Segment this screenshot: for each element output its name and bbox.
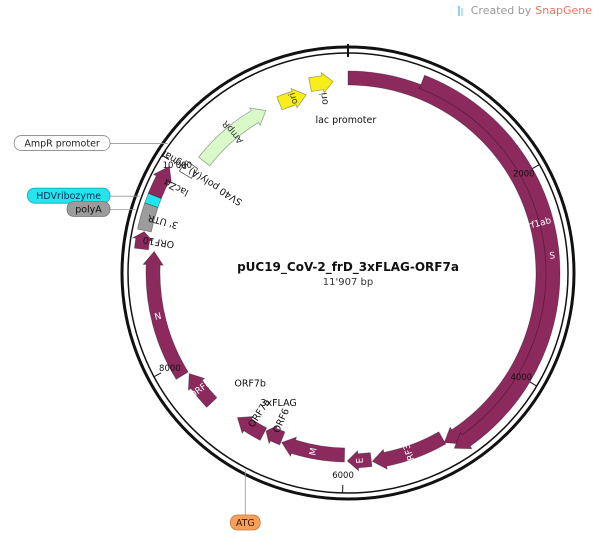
feature-orf3a[interactable] [371, 431, 447, 470]
small-feature-orf7b: ORF7b [234, 379, 266, 390]
feature-layer [131, 70, 561, 472]
tick-mark-4000 [529, 381, 537, 387]
feature-lacz[interactable] [147, 165, 172, 200]
snapgene-watermark: Created by SnapGene [457, 4, 592, 17]
callout-box-atg[interactable] [229, 514, 261, 531]
tick-label-4000: 4000 [510, 373, 532, 383]
feature-orf8[interactable] [187, 373, 218, 408]
watermark-prefix: Created by [470, 4, 532, 17]
feature-utr3[interactable] [137, 202, 159, 233]
feature-ori2[interactable] [308, 71, 334, 94]
feature-label-ori2: ori [318, 92, 331, 106]
snapgene-logo-icon [457, 5, 463, 16]
callout-box-hdv-ribozyme[interactable] [26, 187, 111, 204]
feature-ampr[interactable] [198, 107, 267, 167]
callout-label-hdv-ribozyme: HDVribozyme [36, 191, 101, 202]
callout-label-ampr-promoter: AmpR promoter [24, 139, 100, 150]
tick-label-2000: 2000 [513, 169, 535, 179]
feature-label-s: S [549, 251, 556, 261]
plasmid-length: 11'907 bp [323, 277, 373, 288]
feature-s[interactable] [418, 74, 561, 450]
feature-hdv[interactable] [144, 192, 162, 208]
tick-label-8000: 8000 [159, 364, 181, 374]
plasmid-name: pUC19_CoV-2_frD_3xFLAG-ORF7a [237, 260, 459, 275]
feature-label-n: N [154, 312, 163, 323]
callout-label-atg: ATG [236, 518, 255, 529]
tick-mark-8000 [153, 372, 162, 378]
callout-box-ampr-promoter[interactable] [13, 135, 111, 151]
feature-label-ori1: ori [288, 91, 301, 105]
feature-orf7a[interactable] [236, 416, 268, 441]
feature-label-e: E [356, 457, 366, 464]
tick-label-6000: 6000 [332, 471, 354, 481]
feature-m[interactable] [281, 436, 346, 463]
feature-label-orf10: ORF10 [142, 234, 175, 250]
callout-box-polya[interactable] [66, 201, 111, 217]
feature-e[interactable] [346, 449, 373, 472]
feature-label-m: M [308, 447, 319, 457]
tick-mark-10000 [161, 154, 170, 161]
small-feature-3xflag: 3xFLAG [260, 398, 296, 409]
tick-mark-2000 [532, 164, 540, 169]
tick-layer: 2000 4000 6000 8000 10'000 [153, 154, 540, 493]
watermark-brand: SnapGene [535, 4, 592, 17]
callout-label-polya: polyA [75, 204, 102, 215]
feature-n[interactable] [142, 250, 189, 380]
feature-ori1[interactable] [276, 87, 307, 111]
small-feature-lac_promoter: lac promoter [315, 115, 376, 126]
feature-sv40[interactable] [178, 160, 199, 179]
feature-label-orf6: ORF6 [271, 407, 292, 435]
feature-orf10[interactable] [131, 231, 154, 251]
feature-orf6[interactable] [265, 424, 286, 446]
feature-label-lacz: lacZα [162, 176, 191, 198]
tick-label-10000: 10'000 [163, 161, 192, 171]
